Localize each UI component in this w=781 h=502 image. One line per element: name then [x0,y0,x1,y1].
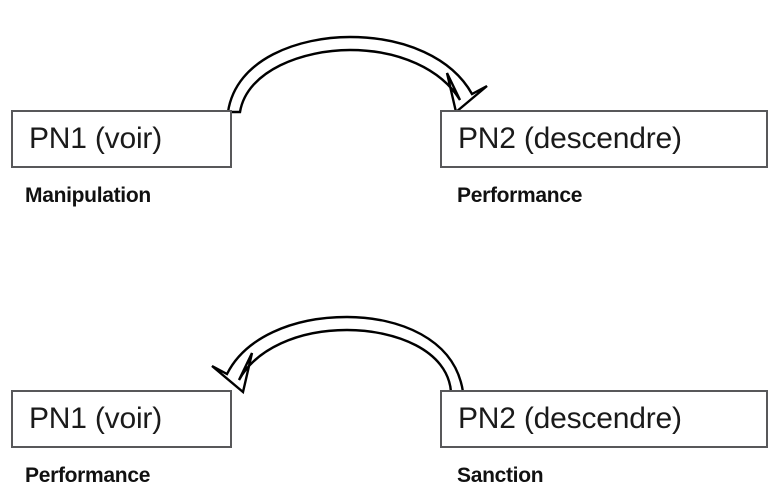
node-box-label: PN2 (descendre) [458,122,682,155]
node-box-pn1-top[interactable]: PN1 (voir) [11,110,232,168]
role-label-sanction: Sanction [457,464,544,487]
curved-arrow-right-icon [226,35,488,115]
role-label-performance-top: Performance [457,184,583,207]
role-label-performance-bottom: Performance [25,464,151,487]
role-label-manipulation: Manipulation [25,184,151,207]
curved-arrow-left-icon [211,315,465,395]
node-box-pn2-bottom[interactable]: PN2 (descendre) [440,390,768,448]
node-box-pn2-top[interactable]: PN2 (descendre) [440,110,768,168]
node-box-pn1-bottom[interactable]: PN1 (voir) [11,390,232,448]
node-box-label: PN1 (voir) [29,122,163,155]
node-box-label: PN2 (descendre) [458,402,682,435]
node-box-label: PN1 (voir) [29,402,163,435]
